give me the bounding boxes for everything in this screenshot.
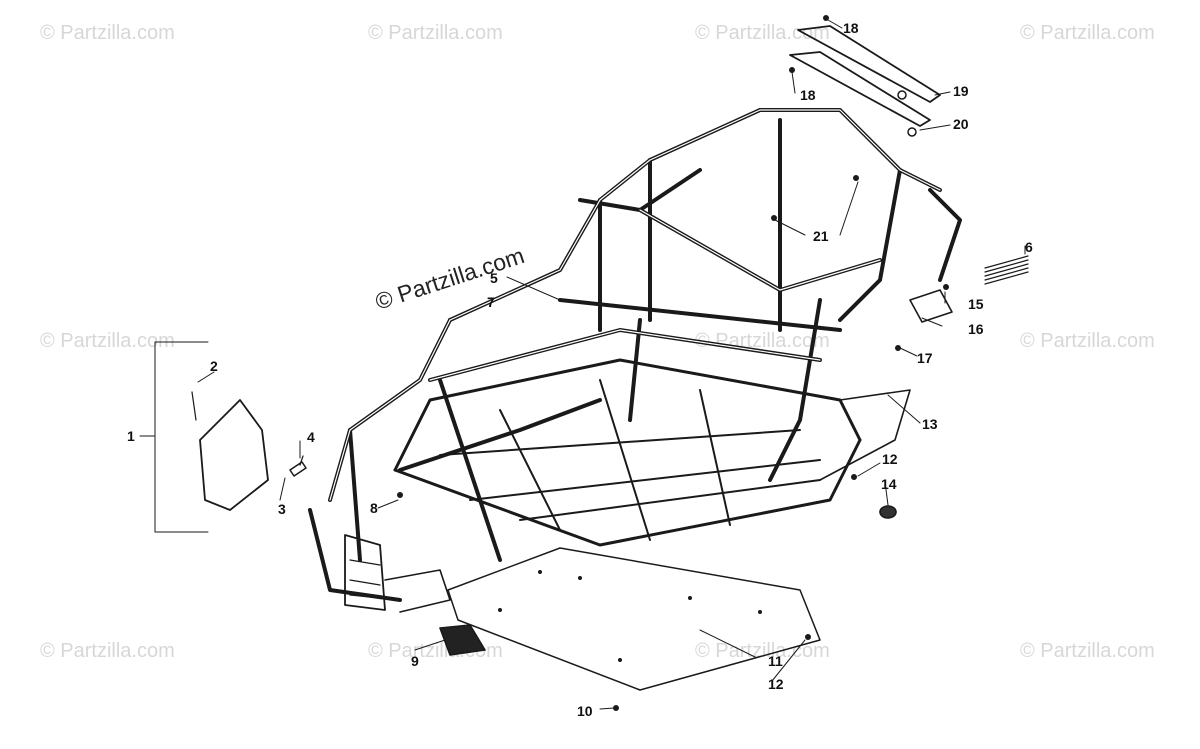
watermark: © Partzilla.com	[695, 22, 830, 44]
callout-6: 6	[1025, 239, 1033, 255]
callout-21: 21	[813, 228, 829, 244]
watermark: © Partzilla.com	[1020, 640, 1155, 662]
callout-17: 17	[917, 350, 933, 366]
callout-18: 18	[800, 87, 816, 103]
watermark: © Partzilla.com	[695, 640, 830, 662]
callout-11: 11	[768, 653, 783, 669]
callout-7: 7	[487, 294, 495, 310]
callout-16: 16	[968, 321, 984, 337]
callout-10: 10	[577, 703, 593, 719]
callout-18: 18	[843, 20, 859, 36]
callout-20: 20	[953, 116, 969, 132]
callout-8: 8	[370, 500, 378, 516]
callout-2: 2	[210, 358, 218, 374]
callout-12: 12	[768, 676, 784, 692]
top-bar	[797, 25, 941, 103]
callout-13: 13	[922, 416, 938, 432]
skid-plate	[447, 547, 821, 691]
watermark: © Partzilla.com	[40, 22, 175, 44]
callout-12: 12	[882, 451, 898, 467]
callout-9: 9	[411, 653, 419, 669]
panel-part	[199, 399, 269, 511]
callout-1: 1	[127, 428, 135, 444]
callout-3: 3	[278, 501, 286, 517]
watermark: © Partzilla.com	[40, 330, 175, 352]
callout-5: 5	[490, 270, 498, 286]
watermark: © Partzilla.com	[1020, 330, 1155, 352]
callout-14: 14	[881, 476, 897, 492]
watermark: © Partzilla.com	[368, 22, 503, 44]
watermark: © Partzilla.com	[1020, 22, 1155, 44]
callout-15: 15	[968, 296, 984, 312]
watermark: © Partzilla.com	[40, 640, 175, 662]
callout-4: 4	[307, 429, 315, 445]
callout-19: 19	[953, 83, 969, 99]
top-bar	[789, 51, 931, 127]
